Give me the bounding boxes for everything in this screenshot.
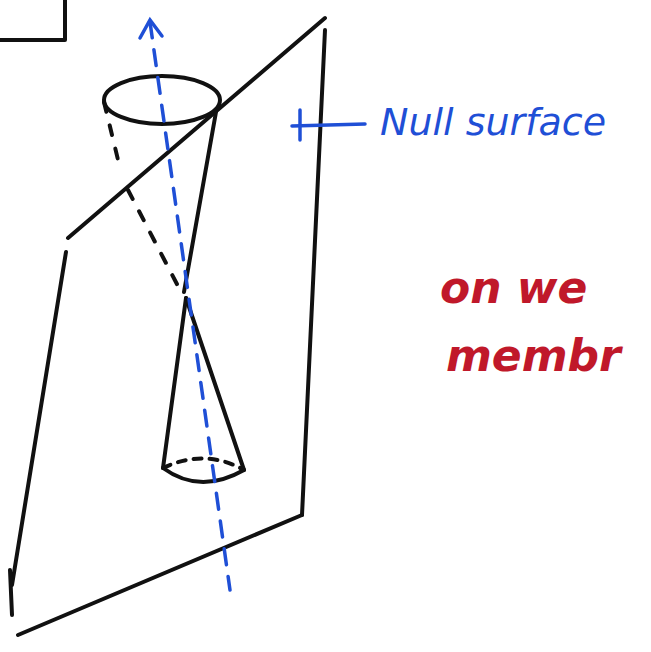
note-text: membr bbox=[446, 330, 621, 381]
surface-label: Null surface bbox=[380, 100, 606, 144]
note-text: on we bbox=[440, 262, 587, 313]
